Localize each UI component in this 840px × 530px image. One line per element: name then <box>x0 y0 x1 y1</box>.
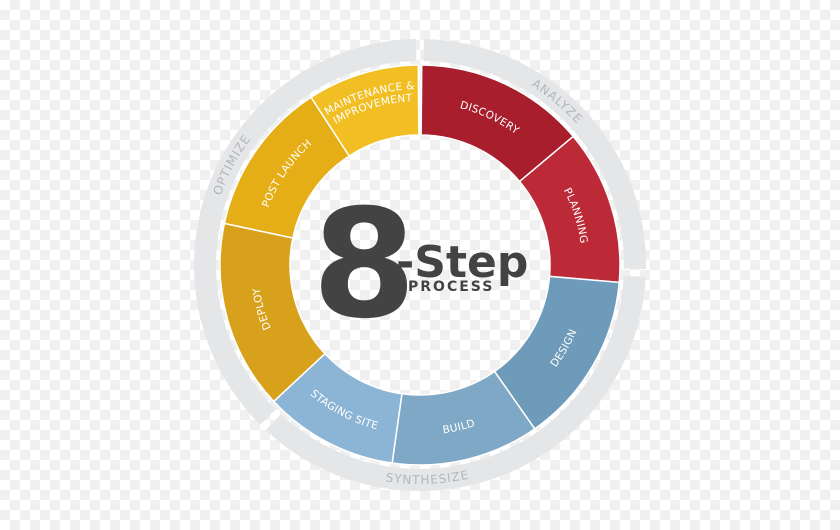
step-segment-maintenance <box>310 64 420 158</box>
center-subtitle: PROCESS <box>408 279 494 295</box>
center-title-text: -Step <box>396 237 528 288</box>
center-number: 8 <box>312 178 416 352</box>
phase-arc-synthesize <box>265 275 646 491</box>
phase-arc-optimize <box>194 39 417 425</box>
phase-arc-analyze <box>423 39 646 269</box>
center-title: 8 -Step PROCESS <box>312 178 528 352</box>
